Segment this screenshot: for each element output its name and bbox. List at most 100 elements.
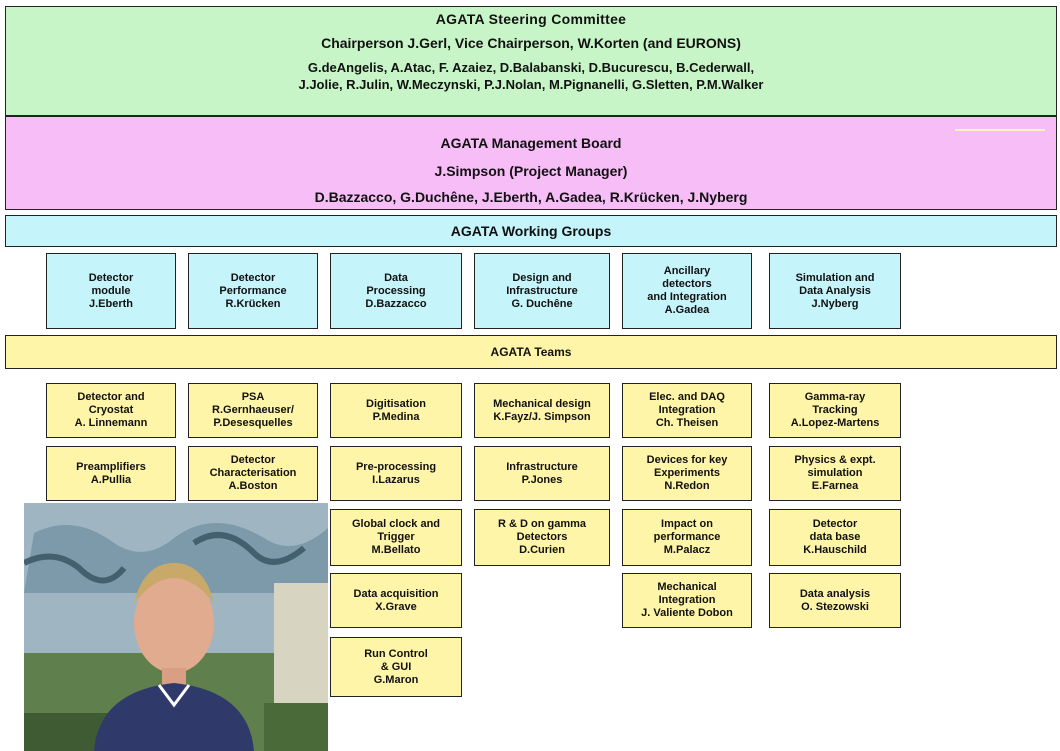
team-box-line: R.Gernhaeuser/	[212, 404, 294, 416]
working-group-box-line: Data Analysis	[799, 284, 871, 297]
team-box-line: simulation	[807, 467, 863, 479]
team-box-line: & GUI	[380, 660, 412, 673]
team-box-line: Detector	[812, 518, 858, 530]
team-box-line: PSA	[241, 391, 265, 403]
team-box-line: A. Linnemann	[74, 417, 148, 429]
team-box-line: A.Boston	[228, 480, 278, 492]
working-group-box-line: module	[91, 284, 131, 297]
management-board-members: D.Bazzacco, G.Duchêne, J.Eberth, A.Gadea…	[314, 189, 748, 205]
working-group-box-line: Detector	[88, 271, 134, 284]
working-group-box-line: Processing	[366, 284, 426, 297]
team-box-line: M.Bellato	[371, 544, 421, 556]
working-group-box-line: Performance	[219, 284, 287, 297]
team-box-line: Detectors	[516, 531, 568, 543]
team-box-line: Detector	[230, 454, 276, 466]
steering-committee-members: G.deAngelis, A.Atac, F. Azaiez, D.Balaba…	[6, 59, 1056, 93]
team-box-line: Cryostat	[88, 404, 134, 416]
team-box-line: Gamma-ray	[804, 391, 866, 403]
team-box-line: Preamplifiers	[76, 460, 146, 473]
working-groups-title: AGATA Working Groups	[450, 223, 612, 239]
team-box-line: Devices for key	[646, 454, 728, 466]
team-box-line: K.Hauschild	[803, 544, 867, 556]
team-box-line: performance	[653, 531, 721, 543]
steering-members-line-2: J.Jolie, R.Julin, W.Meczynski, P.J.Nolan…	[298, 77, 764, 92]
team-box-line: Trigger	[377, 531, 415, 543]
management-board-panel: AGATA Management Board J.Simpson (Projec…	[5, 116, 1057, 210]
portrait-photo	[24, 503, 328, 751]
team-box-line: Integration	[658, 594, 716, 606]
team-box-line: Run Control	[364, 647, 428, 660]
working-group-box-line: Data	[384, 271, 408, 284]
working-group-box-line: Detector	[230, 271, 276, 284]
working-group-box-line: Simulation and	[795, 271, 875, 284]
teams-title: AGATA Teams	[490, 345, 572, 359]
team-box-line: Integration	[658, 404, 716, 416]
team-box-line: K.Fayz/J. Simpson	[493, 410, 591, 423]
working-group-box-line: Design and	[512, 271, 572, 284]
team-box-line: Mechanical	[657, 581, 717, 593]
working-group-box-line: R.Krücken	[225, 297, 281, 310]
working-group-box-line: J.Eberth	[88, 297, 133, 310]
team-box-line: Mechanical design	[493, 397, 591, 410]
working-group-box-line: and Integration	[647, 291, 727, 303]
team-box-line: Data analysis	[799, 587, 871, 600]
team-box-line: Digitisation	[366, 397, 426, 410]
team-box-line: data base	[809, 531, 861, 543]
working-groups-header: AGATA Working Groups	[5, 215, 1057, 247]
steering-committee-chair: Chairperson J.Gerl, Vice Chairperson, W.…	[321, 35, 741, 51]
project-manager: J.Simpson (Project Manager)	[434, 163, 628, 179]
team-box-line: P.Desesquelles	[213, 417, 293, 429]
team-box-line: G.Maron	[373, 673, 419, 686]
team-box-line: Global clock and	[351, 518, 441, 530]
steering-committee-panel: AGATA Steering Committee Chairperson J.G…	[5, 6, 1057, 116]
team-box-line: N.Redon	[664, 480, 710, 492]
team-box-line: Data acquisition	[353, 587, 439, 600]
team-box-line: Impact on	[661, 518, 713, 530]
working-group-box-line: Infrastructure	[506, 284, 578, 297]
team-box-line: M.Palacz	[663, 544, 711, 556]
team-box-line: I.Lazarus	[372, 473, 420, 486]
working-group-box-line: Ancillary	[663, 265, 711, 277]
working-group-box-line: detectors	[662, 278, 712, 290]
team-box-line: O. Stezowski	[801, 600, 869, 613]
steering-committee-title: AGATA Steering Committee	[435, 11, 627, 27]
team-box-line: Elec. and DAQ	[649, 391, 725, 403]
teams-header: AGATA Teams	[5, 335, 1057, 369]
team-box-line: Pre-processing	[355, 460, 437, 473]
decorative-line	[955, 129, 1045, 131]
working-group-box-line: A.Gadea	[664, 304, 710, 316]
working-group-box-line: J.Nyberg	[811, 297, 859, 310]
team-box-line: Physics & expt.	[794, 454, 876, 466]
team-box-line: A.Lopez-Martens	[790, 417, 880, 429]
management-board-title: AGATA Management Board	[440, 135, 622, 151]
team-box-line: A.Pullia	[90, 473, 132, 486]
team-box-line: X.Grave	[375, 600, 417, 613]
team-box-line: J. Valiente Dobon	[641, 607, 733, 619]
team-box-line: Infrastructure	[506, 460, 578, 473]
team-box-line: Ch. Theisen	[655, 417, 719, 429]
working-group-box-line: D.Bazzacco	[365, 297, 427, 310]
